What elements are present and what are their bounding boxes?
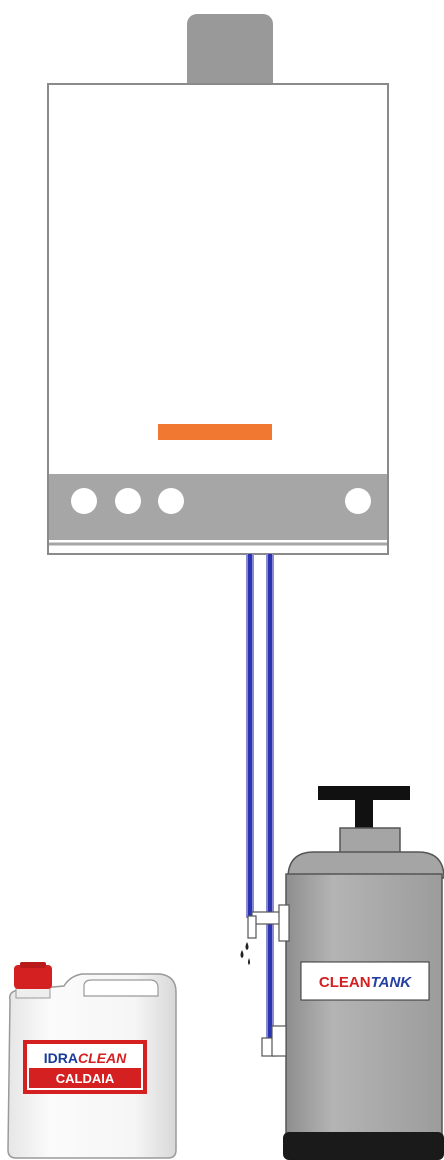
tank-upper-valve xyxy=(247,904,290,942)
drip-icon xyxy=(240,942,250,965)
boiler-knob-3 xyxy=(158,488,184,514)
boiler-flue xyxy=(187,14,273,102)
pipe-left xyxy=(248,554,252,918)
canister-cap-top xyxy=(20,962,46,968)
canister-label-band xyxy=(29,1068,141,1088)
tank-top-cap xyxy=(339,827,401,855)
boiler-indicator-bar xyxy=(158,424,272,440)
canister-handle xyxy=(83,979,159,997)
boiler-knob-4 xyxy=(345,488,371,514)
tank-label-clean: CLEAN xyxy=(319,974,371,991)
tank-label-plate xyxy=(300,961,430,1001)
boiler-knob-1 xyxy=(71,488,97,514)
canister-cap xyxy=(14,965,52,989)
boiler-control-panel xyxy=(49,474,387,540)
boiler xyxy=(47,14,389,555)
tank-handle-bar xyxy=(318,786,410,800)
pipes xyxy=(246,554,274,1038)
canister: IDRACLEAN CALDAIA xyxy=(7,962,177,1159)
canister-label-line1: IDRACLEAN xyxy=(44,1050,127,1066)
tank-base xyxy=(283,1132,444,1160)
tank-lower-valve xyxy=(261,1025,287,1057)
tank-label: CLEANTANK xyxy=(319,974,412,991)
pipe-right xyxy=(268,554,272,1038)
tank-body xyxy=(285,873,443,1137)
boiler-knob-2 xyxy=(115,488,141,514)
cleantank: CLEANTANK xyxy=(240,786,444,1160)
tank-shoulder xyxy=(287,851,444,879)
canister-label-clean: CLEAN xyxy=(78,1050,127,1066)
canister-label-idra: IDRA xyxy=(44,1050,78,1066)
canister-label-line2: CALDAIA xyxy=(56,1071,115,1086)
tank-label-tank: TANK xyxy=(371,974,413,991)
